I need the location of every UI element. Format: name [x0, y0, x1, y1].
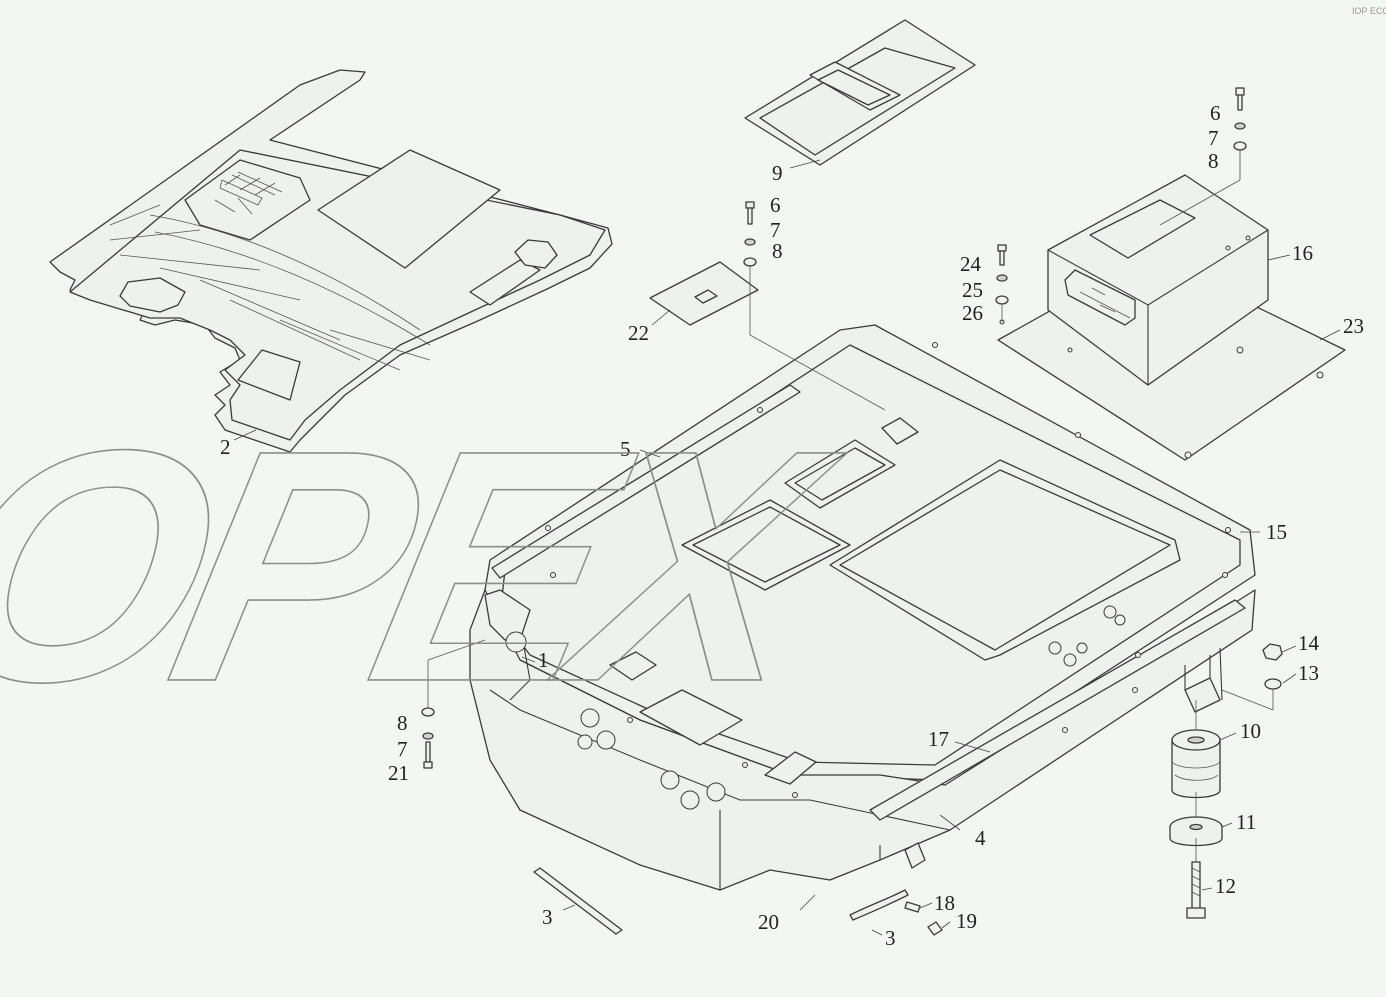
callout-3a: 3 [542, 905, 553, 929]
callout-26: 26 [962, 301, 983, 325]
fasteners [421, 87, 1283, 936]
callout-1: 1 [538, 648, 549, 672]
callout-10: 10 [1240, 719, 1261, 743]
cab-floor-frame [469, 324, 1256, 891]
callout-6a: 6 [1210, 101, 1221, 125]
callout-23: 23 [1343, 314, 1364, 338]
callout-3b: 3 [885, 926, 896, 950]
callout-8c: 8 [397, 711, 408, 735]
corner-logo: IOP ECC [1352, 6, 1386, 16]
callout-6b: 6 [770, 193, 781, 217]
callout-21: 21 [388, 761, 409, 785]
watermark-text: OPEX [0, 381, 863, 750]
callout-9: 9 [772, 161, 783, 185]
floor-mat-part [49, 69, 613, 453]
callout-7b: 7 [770, 218, 781, 242]
callout-13: 13 [1298, 661, 1319, 685]
callout-25: 25 [962, 278, 983, 302]
callout-24: 24 [960, 252, 982, 276]
callout-16: 16 [1292, 241, 1313, 265]
callout-4: 4 [975, 826, 986, 850]
callout-labels: 1 2 3 3 4 5 6 6 7 7 7 8 8 8 9 10 11 12 1… [220, 101, 1364, 950]
leader-lines [233, 159, 1341, 936]
callout-11: 11 [1236, 810, 1256, 834]
bracket-assembly [997, 174, 1346, 461]
callout-20: 20 [758, 910, 779, 934]
callout-2: 2 [220, 435, 231, 459]
callout-19: 19 [956, 909, 977, 933]
callout-15: 15 [1266, 520, 1287, 544]
callout-7a: 7 [1208, 126, 1219, 150]
callout-17: 17 [928, 727, 949, 751]
callout-7c: 7 [397, 737, 408, 761]
callout-8b: 8 [772, 239, 783, 263]
callout-18: 18 [934, 891, 955, 915]
callout-5: 5 [620, 437, 631, 461]
top-plate-part [744, 19, 976, 166]
callout-8a: 8 [1208, 149, 1219, 173]
callout-12: 12 [1215, 874, 1236, 898]
callout-22: 22 [628, 321, 649, 345]
cover-plate-part [649, 261, 759, 326]
callout-14: 14 [1298, 631, 1320, 655]
watermark: OPEX [0, 381, 864, 751]
